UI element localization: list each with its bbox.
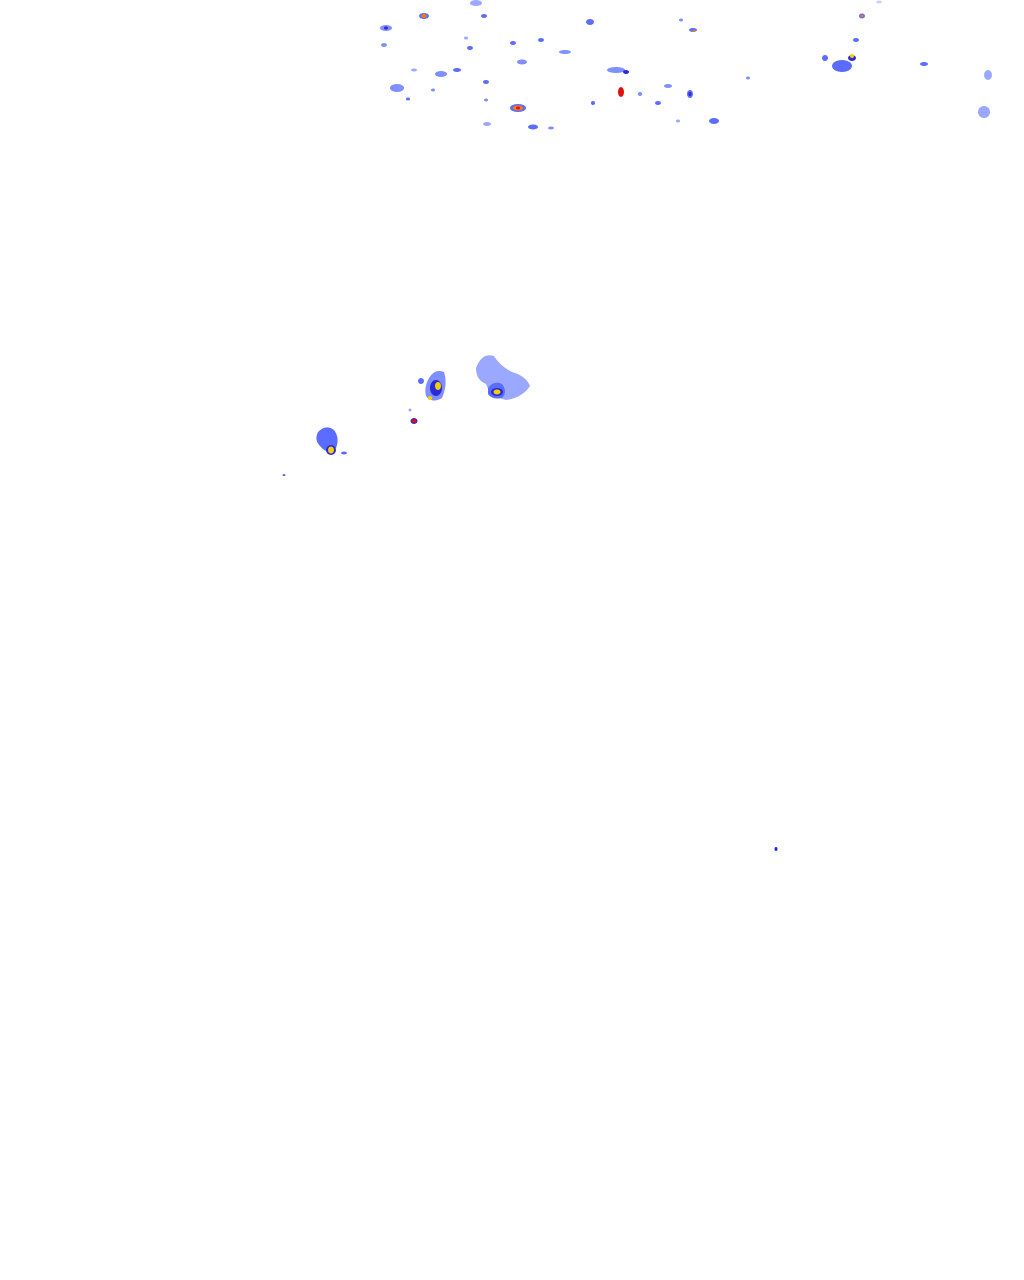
rain-cell	[709, 118, 719, 124]
rain-cell	[618, 87, 624, 97]
rain-cell	[464, 36, 468, 40]
rain-cell	[548, 126, 554, 130]
rain-cell	[591, 101, 595, 105]
rain-cell	[282, 474, 286, 476]
rain-cell	[390, 84, 404, 92]
rain-cell	[586, 19, 594, 25]
rain-cell	[431, 88, 435, 92]
rain-cell	[421, 14, 427, 18]
rain-cell	[384, 26, 388, 30]
rain-cell	[483, 80, 489, 84]
rain-cell	[984, 70, 992, 80]
rain-cell	[516, 106, 520, 110]
rain-cell	[860, 14, 864, 18]
rain-cell	[453, 68, 461, 72]
rain-cell	[679, 18, 683, 22]
rain-cell	[412, 419, 416, 423]
rain-cell	[559, 50, 571, 54]
rain-cell	[774, 847, 778, 851]
rain-cell	[481, 14, 487, 18]
rain-cell	[510, 41, 516, 45]
rain-cell	[850, 54, 854, 58]
rain-cell	[688, 92, 692, 96]
rain-cell	[655, 101, 661, 105]
rain-cell	[832, 60, 852, 72]
rain-cell	[978, 106, 990, 118]
rain-cell	[607, 67, 625, 73]
rain-cell	[328, 446, 334, 454]
rain-cell	[920, 62, 928, 66]
rain-cell	[517, 59, 527, 65]
rain-cell	[435, 382, 441, 390]
rain-cell	[623, 70, 629, 74]
rain-cell	[470, 0, 482, 6]
rain-cell	[408, 408, 412, 412]
rain-echoes-north-band	[380, 0, 992, 130]
rain-echoes-south	[774, 847, 778, 851]
rain-cell	[406, 97, 410, 101]
rain-cell	[493, 389, 501, 395]
rain-echoes-central-cluster	[282, 355, 530, 476]
rain-cell	[381, 43, 387, 47]
rain-cell	[467, 46, 473, 50]
rain-cell	[435, 71, 447, 77]
rain-cell	[746, 76, 750, 80]
rain-cell	[692, 30, 696, 32]
rain-cell	[428, 396, 432, 400]
rain-cell	[418, 378, 424, 384]
rain-cell	[341, 451, 347, 455]
rain-cell	[484, 98, 488, 102]
rain-cell	[822, 55, 828, 61]
rain-cell	[638, 92, 642, 96]
rain-cell	[876, 0, 882, 4]
rain-cell	[676, 119, 680, 123]
rain-cell	[411, 68, 417, 72]
rain-cell	[853, 38, 859, 42]
rain-cell	[483, 122, 491, 126]
rain-cell	[538, 38, 544, 42]
rain-cell	[528, 124, 538, 130]
rain-cell	[664, 84, 672, 88]
